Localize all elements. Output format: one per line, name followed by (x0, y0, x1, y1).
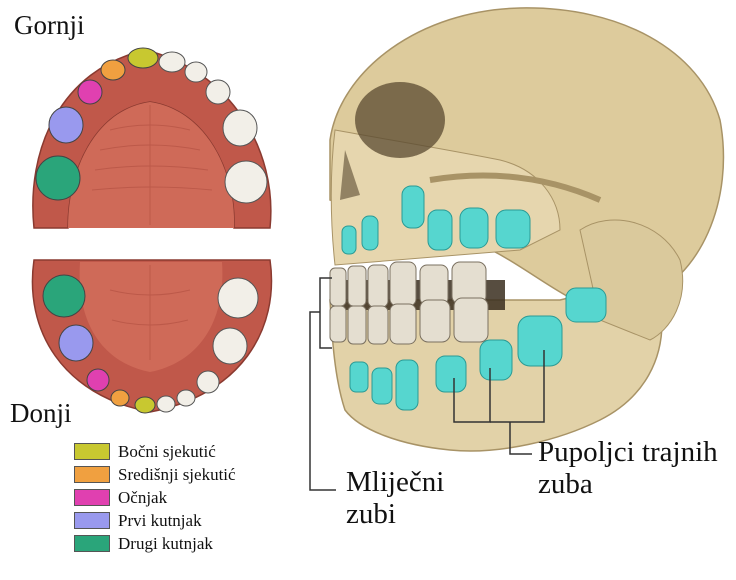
legend-swatch (74, 489, 110, 506)
legend-item-central-incisor: Središnji sjekutić (74, 463, 236, 486)
lower-first-molar-left (59, 325, 93, 361)
legend: Bočni sjekutić Središnji sjekutić Očnjak… (74, 440, 236, 555)
lower-central-incisor-left (135, 397, 155, 413)
primary-teeth-label-line1: Mliječni (346, 466, 444, 498)
lower-lateral-incisor-right (177, 390, 195, 406)
upper-canine-left (78, 80, 102, 104)
legend-item-lateral-incisor: Bočni sjekutić (74, 440, 236, 463)
legend-swatch (74, 512, 110, 529)
lower-central-incisor-right (157, 396, 175, 412)
lower-canine-right (197, 371, 219, 393)
permanent-buds-label-line2: zuba (538, 468, 718, 500)
permanent-buds-label-line1: Pupoljci trajnih (538, 436, 718, 468)
upper-lateral-incisor-left (101, 60, 125, 80)
lower-canine-left (87, 369, 109, 391)
legend-label: Drugi kutnjak (118, 534, 213, 554)
primary-teeth-callout: Mliječni zubi (346, 466, 444, 530)
eye-socket (355, 82, 445, 158)
legend-swatch (74, 466, 110, 483)
upper-lateral-incisor-right (185, 62, 207, 82)
legend-label: Bočni sjekutić (118, 442, 216, 462)
upper-jaw (33, 48, 271, 228)
upper-first-molar-right (223, 110, 257, 146)
upper-second-molar-right (225, 161, 267, 203)
upper-first-molar-left (49, 107, 83, 143)
legend-label: Očnjak (118, 488, 167, 508)
permanent-buds-callout: Pupoljci trajnih zuba (538, 436, 718, 500)
lower-lateral-incisor-left (111, 390, 129, 406)
upper-canine-right (206, 80, 230, 104)
upper-central-incisor-right (159, 52, 185, 72)
legend-item-canine: Očnjak (74, 486, 236, 509)
lower-jaw (32, 260, 271, 413)
upper-second-molar-left (36, 156, 80, 200)
primary-teeth (330, 262, 488, 344)
upper-jaw-title: Gornji (14, 10, 85, 41)
legend-item-second-molar: Drugi kutnjak (74, 532, 236, 555)
skull-illustration (330, 8, 723, 451)
upper-central-incisor-left (128, 48, 158, 68)
primary-teeth-label-line2: zubi (346, 498, 444, 530)
legend-item-first-molar: Prvi kutnjak (74, 509, 236, 532)
legend-label: Središnji sjekutić (118, 465, 236, 485)
lower-first-molar-right (213, 328, 247, 364)
legend-swatch (74, 535, 110, 552)
lower-second-molar-left (43, 275, 85, 317)
lower-jaw-title: Donji (10, 398, 72, 429)
lower-second-molar-right (218, 278, 258, 318)
legend-swatch (74, 443, 110, 460)
legend-label: Prvi kutnjak (118, 511, 202, 531)
